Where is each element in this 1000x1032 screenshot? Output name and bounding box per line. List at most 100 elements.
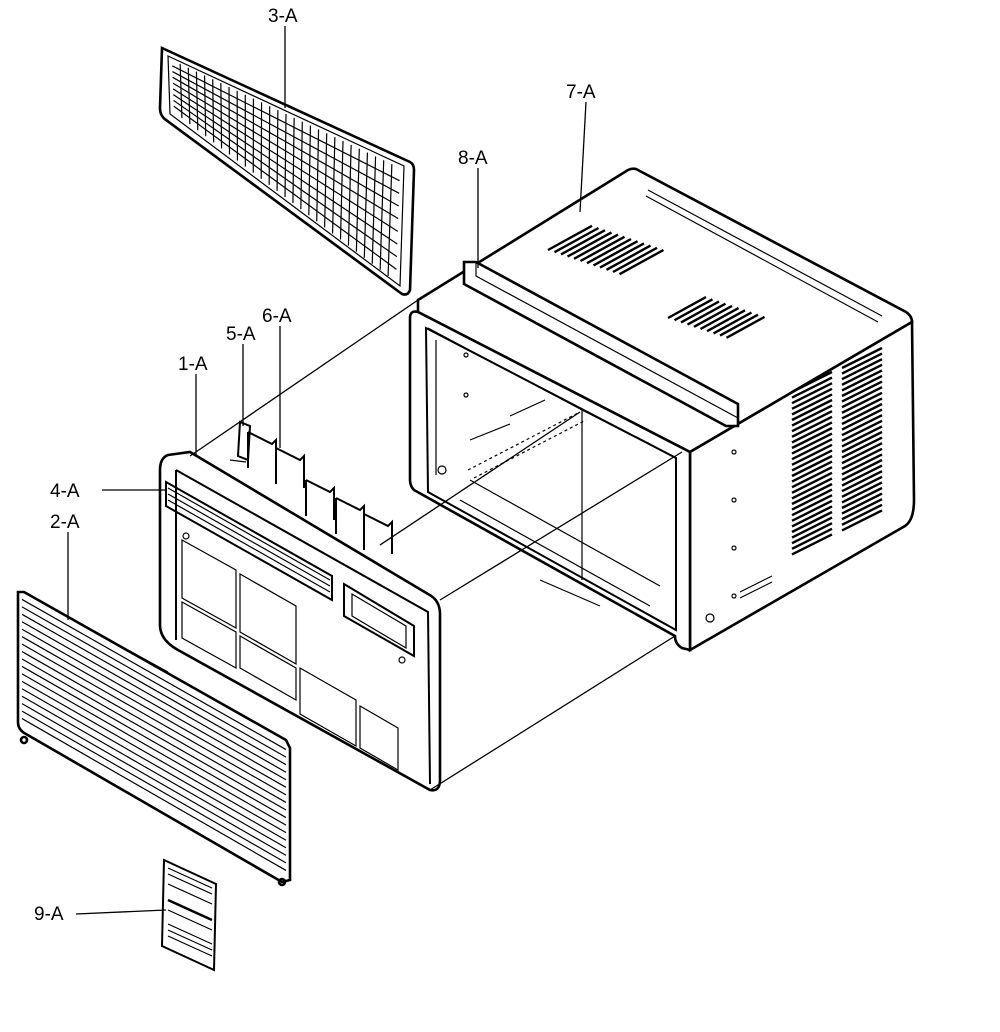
cabinet: [408, 167, 916, 653]
filter-mesh-line: [203, 75, 207, 137]
side-louver-slot: [841, 509, 883, 532]
filter-mesh-line: [179, 63, 183, 119]
grille-slat: [21, 643, 287, 796]
side-louver-slot: [791, 499, 833, 522]
filter-mesh-line: [363, 152, 369, 258]
grille-slat: [21, 673, 287, 826]
side-louver-slot: [841, 492, 883, 515]
side-louver-slot: [791, 482, 833, 506]
side-louver-slot: [791, 410, 833, 433]
side-louver-slot: [841, 481, 883, 504]
side-louver-slot: [791, 466, 833, 489]
side-louver-slot: [841, 458, 883, 482]
side-louver-slot: [841, 470, 883, 493]
vent-slot: [586, 237, 632, 265]
side-louver-slot: [791, 432, 833, 455]
grille-slat: [21, 598, 287, 751]
grille-slat: [21, 695, 287, 849]
filter-mesh-line: [276, 110, 279, 191]
side-louver-slot: [791, 426, 833, 450]
grille-slat: [21, 665, 287, 819]
side-louver-slot: [841, 430, 883, 454]
side-louver-slot: [791, 510, 833, 534]
grille-slat: [21, 606, 287, 758]
vane-blade: [305, 479, 335, 520]
filter-mesh-line: [324, 133, 328, 228]
side-louver-slot: [791, 454, 833, 478]
label-4a: 4-A: [50, 481, 80, 502]
side-louver-slot: [791, 460, 833, 483]
vent-slot: [693, 304, 733, 328]
side-louver-slot: [791, 494, 833, 517]
grille-slat: [21, 628, 287, 781]
filter-mesh-line: [171, 65, 400, 182]
filter-mesh-line: [195, 71, 199, 131]
side-louver-slot: [791, 533, 833, 556]
side-louver-slot: [791, 477, 833, 500]
side-louver-slot: [791, 421, 833, 444]
vent-slot: [573, 233, 619, 260]
side-louver-slot: [841, 486, 883, 510]
filter-mesh-line: [228, 86, 231, 155]
side-louver-slot: [791, 488, 833, 511]
vent-slot: [686, 302, 727, 326]
filter-mesh-line: [331, 137, 336, 234]
vent-slot: [566, 231, 613, 258]
side-louver-slot: [841, 352, 883, 375]
side-louver-slot: [841, 380, 883, 403]
side-louver-slot: [841, 453, 883, 476]
side-louver-slot: [841, 386, 883, 409]
grille-slat: [21, 621, 287, 773]
grille-slat: [21, 680, 287, 834]
assembly-lines: [189, 299, 683, 791]
label-9a: 9-A: [34, 904, 64, 925]
top-rail: [462, 260, 740, 428]
label-6a: 6-A: [262, 306, 292, 327]
filter-mesh-line: [316, 129, 320, 222]
front-grille: [16, 590, 292, 887]
vane-blade: [247, 431, 277, 472]
grille-slat: [21, 703, 287, 856]
side-louver-slot: [841, 408, 883, 431]
filter-mesh-line: [173, 99, 398, 258]
label-7a: 7-A: [566, 82, 596, 103]
air-filter: [158, 46, 416, 296]
filter-mesh-line: [268, 106, 271, 185]
side-louver-slot: [791, 415, 833, 438]
front-panel: [158, 450, 442, 792]
side-louver-slot: [841, 436, 883, 459]
filter-mesh-line: [308, 125, 312, 216]
filter-mesh-line: [292, 117, 295, 204]
grille-slat: [21, 688, 287, 841]
vane-blade: [335, 497, 365, 538]
side-louver-slot: [791, 443, 833, 466]
vent-slot: [712, 311, 753, 335]
side-louver-slot: [841, 397, 883, 420]
side-louver-slot: [841, 498, 883, 521]
filter-mesh-line: [173, 105, 397, 270]
filter-mesh-line: [220, 83, 223, 149]
side-louver-slot: [841, 414, 883, 437]
vent-slot: [560, 229, 606, 256]
filter-mesh-line: [371, 156, 377, 264]
side-louver-slot: [791, 438, 833, 461]
label-3a: 3-A: [268, 6, 298, 27]
side-louver-slot: [791, 516, 833, 539]
side-louver-slot: [791, 449, 833, 472]
side-louver-slot: [841, 358, 883, 381]
energy-guide-label: [160, 858, 218, 972]
side-louver-slot: [791, 505, 833, 528]
grille-slat: [21, 613, 287, 766]
vent-slot: [618, 248, 665, 276]
side-louver-slot: [791, 387, 833, 410]
side-louver-slot: [791, 527, 833, 550]
grille-slat: [21, 710, 287, 864]
vent-slot: [699, 307, 740, 331]
side-louver-slot: [841, 503, 883, 526]
filter-mesh-line: [387, 164, 393, 276]
side-louver-slot: [841, 374, 883, 398]
filter-mesh-line: [187, 67, 191, 125]
part-labels: 3-A 7-A 8-A 6-A 5-A 1-A 4-A 2-A 9-A: [34, 6, 596, 925]
side-louver-slot: [841, 391, 883, 414]
